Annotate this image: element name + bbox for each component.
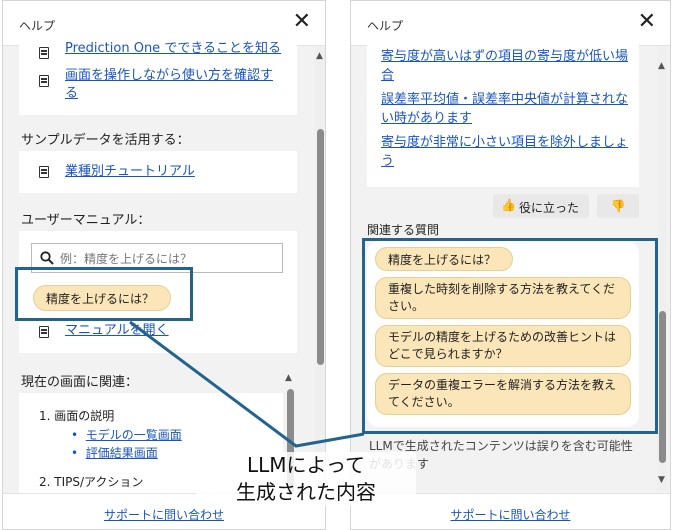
- help-title: ヘルプ: [19, 19, 56, 33]
- link-open-manual[interactable]: マニュアルを開く: [65, 323, 169, 338]
- helpful-button[interactable]: 👍 役に立った: [493, 194, 589, 218]
- document-icon: [39, 47, 49, 59]
- scrollbar-thumb[interactable]: [317, 129, 324, 365]
- link-operate-tutorial[interactable]: 画面を操作しながら使い方を確認する: [65, 68, 274, 101]
- related-questions-header: 関連する質問: [367, 223, 440, 237]
- annotation-line-2: 生成された内容: [236, 480, 376, 504]
- highlight-box-left: [15, 267, 193, 321]
- suggested-question[interactable]: データの重複エラーを解消する方法を教えてください。: [375, 373, 631, 415]
- support-link[interactable]: サポートに問い合わせ: [103, 508, 224, 522]
- sample-section-header: サンプルデータを活用する：: [21, 133, 190, 148]
- related-questions-card: 精度を上げるには？ 重複した時刻を削除する方法を教えてください。 モデルの精度を…: [367, 241, 639, 427]
- link-low-contribution[interactable]: 寄与度が高いはずの項目の寄与度が低い場合: [381, 49, 629, 83]
- scroll-up-arrow-icon[interactable]: ▲: [316, 51, 323, 61]
- item-tips-actions: 2. TIPS/アクション: [39, 475, 144, 489]
- help-title: ヘルプ: [367, 19, 404, 33]
- help-header: ヘルプ ✕: [3, 1, 325, 46]
- close-icon[interactable]: ✕: [292, 9, 311, 34]
- document-icon: [39, 326, 49, 338]
- scroll-down-arrow-icon[interactable]: ▼: [658, 475, 665, 485]
- sample-card: 業種別チュートリアル: [19, 151, 297, 193]
- link-error-rate[interactable]: 誤差率平均値・誤差率中央値が計算されない時があります: [381, 92, 629, 126]
- search-icon: [40, 251, 54, 265]
- answer-card: 寄与度が高いはずの項目の寄与度が低い場合 誤差率平均値・誤差率中央値が計算されな…: [367, 37, 639, 187]
- annotation-line-1: LLMによって: [247, 453, 365, 477]
- scrollbar[interactable]: [657, 47, 667, 491]
- thumbs-up-icon: 👍: [501, 198, 516, 212]
- highlight-box-right: [362, 238, 658, 434]
- related-section-header: 現在の画面に関連：: [21, 375, 139, 390]
- document-icon: [39, 75, 49, 87]
- help-panel-left: ヘルプ ✕ Prediction One でできることを知る 画面を操作しながら…: [2, 0, 326, 530]
- scroll-up-arrow-icon[interactable]: ▲: [285, 373, 292, 383]
- manual-section-header: ユーザーマニュアル：: [21, 213, 151, 228]
- link-industry-tutorial[interactable]: 業種別チュートリアル: [65, 164, 195, 179]
- question-chip[interactable]: 精度を上げるには？: [33, 285, 171, 311]
- close-icon[interactable]: ✕: [637, 9, 656, 34]
- link-evaluation-result[interactable]: 評価結果画面: [85, 446, 158, 460]
- top-links-card: Prediction One でできることを知る 画面を操作しながら使い方を確認…: [19, 41, 297, 115]
- list-item: • モデルの一覧画面: [71, 428, 182, 442]
- suggested-question[interactable]: モデルの精度を上げるための改善ヒントはどこで見られますか？: [375, 325, 631, 367]
- item-screen-description: 1. 画面の説明: [39, 409, 115, 423]
- document-icon: [39, 166, 49, 178]
- help-panel-right: ヘルプ ✕ 寄与度が高いはずの項目の寄与度が低い場合 誤差率平均値・誤差率中央値…: [350, 0, 671, 530]
- link-model-list[interactable]: モデルの一覧画面: [85, 428, 182, 442]
- search-placeholder: 例：精度を上げるには？: [60, 252, 193, 266]
- suggested-question[interactable]: 重複した時刻を削除する方法を教えてください。: [375, 277, 631, 319]
- scrollbar-thumb[interactable]: [659, 311, 666, 463]
- helpful-label: 役に立った: [519, 201, 580, 215]
- annotation-label: LLMによって 生成された内容: [196, 452, 416, 506]
- support-link[interactable]: サポートに問い合わせ: [450, 508, 571, 522]
- link-prediction-one[interactable]: Prediction One でできることを知る: [65, 41, 282, 56]
- list-item: • 評価結果画面: [71, 446, 158, 460]
- question-chip[interactable]: 精度を上げるには？: [375, 247, 513, 271]
- thumbs-down-icon: 👎: [610, 199, 626, 213]
- not-helpful-button[interactable]: 👎: [597, 194, 639, 218]
- manual-card: 例：精度を上げるには？ 精度を上げるには？ マニュアルを開く: [19, 231, 297, 353]
- scroll-up-arrow-icon[interactable]: ▲: [658, 61, 665, 71]
- link-exclude-items[interactable]: 寄与度が非常に小さい項目を除外しましょう: [381, 135, 629, 169]
